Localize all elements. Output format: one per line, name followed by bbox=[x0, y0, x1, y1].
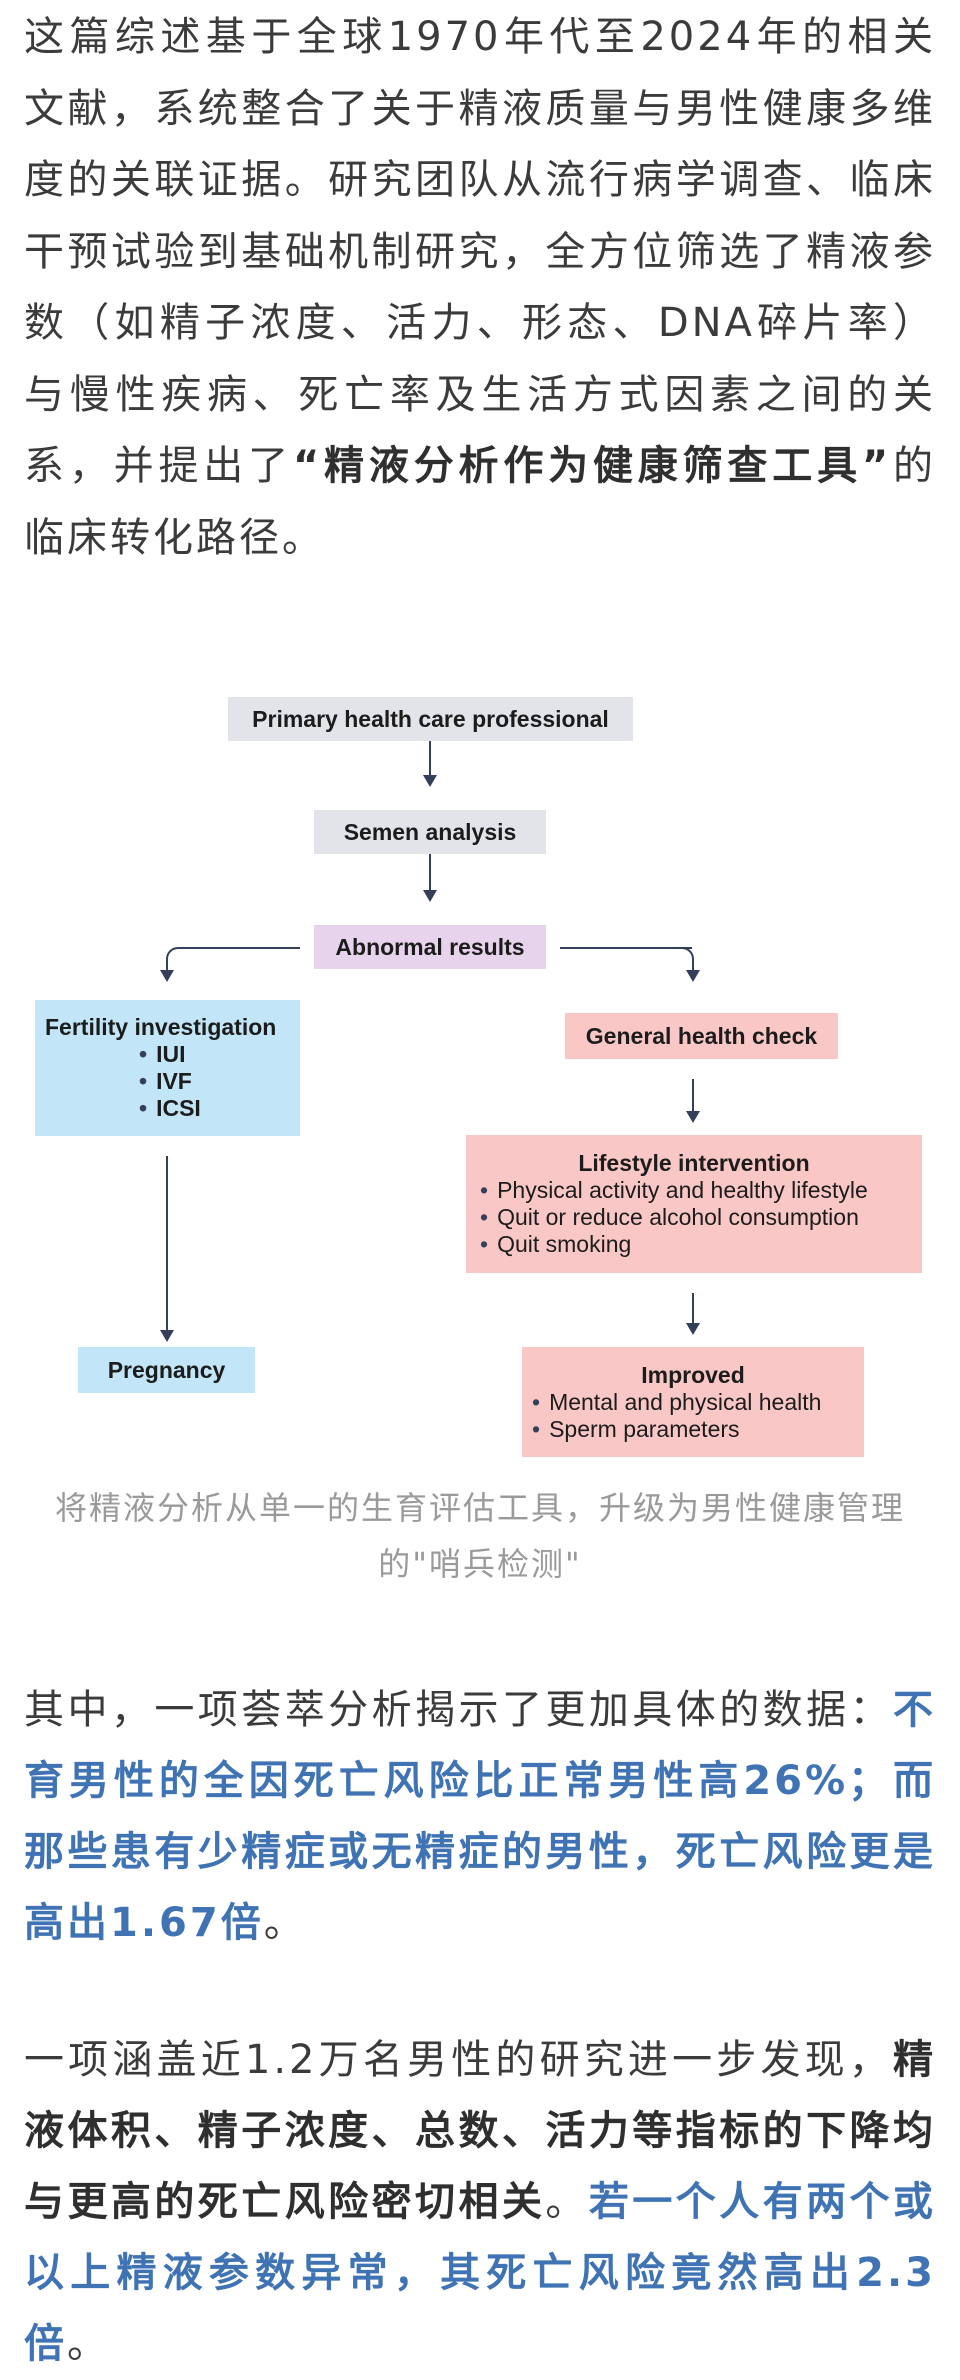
fertility-investigation-title: Fertility investigation bbox=[45, 1014, 277, 1040]
intro-paragraph: 这篇综述基于全球1970年代至2024年的相关文献，系统整合了关于精液质量与男性… bbox=[24, 2, 936, 574]
semen-analysis-label: Semen analysis bbox=[343, 818, 517, 845]
lifestyle-action: Quit smoking bbox=[480, 1231, 868, 1258]
pregnancy-box: Pregnancy bbox=[78, 1347, 255, 1393]
intro-text-2: 的临床转化路径。 bbox=[24, 443, 937, 561]
lifestyle-action: Quit or reduce alcohol consumption bbox=[480, 1204, 868, 1231]
lifestyle-actions-list: Physical activity and healthy lifestyle … bbox=[480, 1177, 868, 1258]
improved-title: Improved bbox=[641, 1361, 745, 1388]
improved-outcome: Mental and physical health bbox=[532, 1389, 821, 1416]
intro-bold-text: “精液分析作为健康筛查工具” bbox=[292, 443, 892, 489]
branch-drop-left bbox=[166, 960, 168, 972]
study-text-3: 。 bbox=[67, 2321, 110, 2367]
meta-highlight-text: 不育男性的全因死亡风险比正常男性高26%；而那些患有少精症或无精症的男性，死亡风… bbox=[24, 1687, 936, 1946]
fertility-option: ICSI bbox=[139, 1095, 201, 1122]
fertility-option: IUI bbox=[139, 1041, 201, 1068]
meta-text-1: 其中，一项荟萃分析揭示了更加具体的数据： bbox=[24, 1687, 893, 1733]
arrow-line-fertility bbox=[166, 1156, 168, 1332]
branch-corner-right bbox=[680, 947, 694, 961]
semen-analysis-box: Semen analysis bbox=[314, 810, 546, 854]
lifestyle-intervention-title: Lifestyle intervention bbox=[578, 1150, 810, 1176]
fertility-investigation-box: Fertility investigation IUI IVF ICSI bbox=[35, 1000, 300, 1136]
arrow-head-lifestyle bbox=[686, 1323, 700, 1335]
arrow-head-right bbox=[686, 970, 700, 982]
flowchart: Primary health care professional Semen a… bbox=[0, 680, 960, 1480]
primary-care-label: Primary health care professional bbox=[252, 705, 609, 732]
branch-line-left bbox=[178, 947, 300, 949]
general-health-label: General health check bbox=[585, 1022, 818, 1049]
study-bold-text: 精液体积、精子浓度、总数、活力等指标的下降均与更高的死亡风险密切相关 bbox=[24, 2037, 936, 2225]
general-health-box: General health check bbox=[565, 1013, 838, 1059]
study-text-1: 一项涵盖近1.2万名男性的研究进一步发现， bbox=[24, 2037, 893, 2083]
improved-box: Improved Mental and physical health Sper… bbox=[522, 1347, 864, 1457]
meta-analysis-paragraph: 其中，一项荟萃分析揭示了更加具体的数据：不育男性的全因死亡风险比正常男性高26%… bbox=[24, 1675, 936, 1959]
lifestyle-intervention-box: Lifestyle intervention Physical activity… bbox=[466, 1135, 922, 1273]
pregnancy-label: Pregnancy bbox=[107, 1356, 226, 1383]
abnormal-results-label: Abnormal results bbox=[335, 933, 525, 960]
study-paragraph: 一项涵盖近1.2万名男性的研究进一步发现，精液体积、精子浓度、总数、活力等指标的… bbox=[24, 2025, 936, 2380]
improved-outcome: Sperm parameters bbox=[532, 1416, 821, 1443]
study-text-2: 。 bbox=[545, 2179, 589, 2225]
arrow-line-lifestyle bbox=[692, 1293, 694, 1325]
fertility-options-list: IUI IVF ICSI bbox=[139, 1041, 201, 1122]
branch-corner-left bbox=[166, 947, 180, 961]
arrow-head-left bbox=[160, 970, 174, 982]
lifestyle-action: Physical activity and healthy lifestyle bbox=[480, 1177, 868, 1204]
fertility-option: IVF bbox=[139, 1068, 201, 1095]
arrow-head-2 bbox=[423, 890, 437, 902]
branch-drop-right bbox=[692, 960, 694, 972]
arrow-line-1 bbox=[429, 741, 431, 777]
arrow-head-fertility bbox=[160, 1330, 174, 1342]
meta-text-2: 。 bbox=[263, 1900, 307, 1946]
abnormal-results-box: Abnormal results bbox=[314, 925, 546, 969]
arrow-head-1 bbox=[423, 775, 437, 787]
arrow-line-general bbox=[692, 1079, 694, 1113]
arrow-line-2 bbox=[429, 854, 431, 892]
improved-outcomes-list: Mental and physical health Sperm paramet… bbox=[532, 1389, 821, 1443]
primary-care-box: Primary health care professional bbox=[228, 697, 633, 741]
intro-text-1: 这篇综述基于全球1970年代至2024年的相关文献，系统整合了关于精液质量与男性… bbox=[24, 14, 936, 489]
figure-caption: 将精液分析从单一的生育评估工具，升级为男性健康管理的"哨兵检测" bbox=[54, 1489, 905, 1583]
branch-line-right bbox=[560, 947, 692, 949]
arrow-head-general bbox=[686, 1111, 700, 1123]
study-highlight-text: 若一个人有两个或以上精液参数异常，其死亡风险竟然高出2.3倍 bbox=[24, 2179, 937, 2367]
